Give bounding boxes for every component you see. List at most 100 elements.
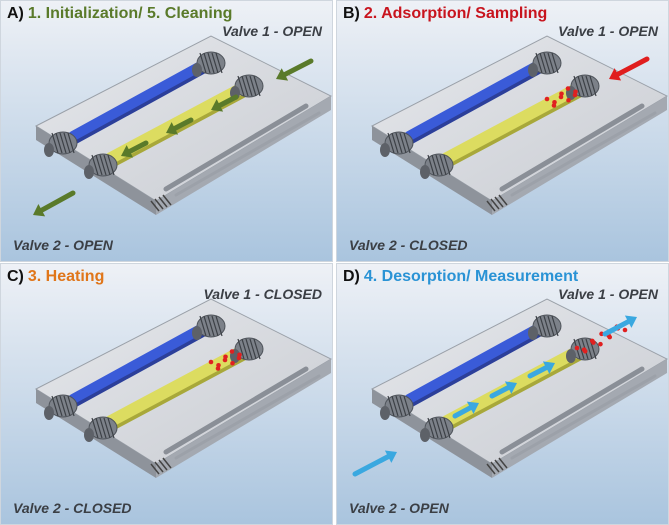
panel-adsorption-sampling: B)2. Adsorption/ Sampling Valve 1 - OPEN… [336, 0, 669, 262]
groove-thread [490, 461, 500, 473]
groove [510, 374, 657, 460]
flow-in-arrow [282, 58, 314, 77]
flow-in-arrow [352, 454, 391, 477]
fitting-thread [391, 395, 399, 417]
valve-1-status: Valve 1 - OPEN [222, 23, 322, 39]
fitting-opening [84, 165, 94, 179]
fitting-thread [67, 395, 75, 417]
groove-thread [498, 194, 508, 206]
fitting-thread [55, 132, 63, 154]
fitting-thread [107, 417, 115, 439]
analyte-particle [565, 86, 571, 91]
fitting-thread [211, 315, 219, 337]
fitting-thread [51, 132, 59, 154]
groove [174, 374, 321, 460]
groove [163, 366, 309, 455]
flow-channel-arrow-head [121, 145, 134, 158]
panel-letter: C) [7, 268, 24, 285]
fitting-opening [420, 428, 430, 442]
fitting-thread [253, 338, 261, 360]
fitting-thread [103, 417, 111, 439]
valve-2-status: Valve 2 - CLOSED [13, 500, 132, 516]
fitting-thread [241, 338, 249, 360]
groove [499, 103, 645, 192]
fitting-thread [211, 52, 219, 74]
fitting-thread [539, 315, 547, 337]
valve-1-status: Valve 1 - CLOSED [203, 286, 322, 302]
fitting-thread [427, 417, 435, 439]
groove-thread [162, 457, 172, 469]
analyte-particle [572, 92, 578, 98]
fitting-thread [91, 417, 99, 439]
panel-title: C)3. Heating [7, 268, 104, 286]
flow-channel-arrow [527, 365, 549, 379]
analyte-particle [236, 355, 242, 361]
fitting-thread [67, 132, 75, 154]
blue-channel [404, 58, 547, 141]
groove [510, 111, 657, 197]
fitting-thread [51, 395, 59, 417]
analyte-particle [215, 366, 221, 371]
blue-channel [68, 58, 211, 141]
flow-out-arrow [39, 190, 76, 213]
panel-initialization-cleaning: A)1. Initialization/ 5. Cleaning Valve 1… [0, 0, 333, 262]
valve-2-status: Valve 2 - CLOSED [349, 237, 468, 253]
fitting-thread [237, 338, 245, 360]
panel-letter: B) [343, 5, 360, 22]
fitting-thread [399, 395, 407, 417]
fitting-thread [585, 75, 593, 97]
groove-thread [486, 463, 496, 475]
groove-thread [158, 459, 168, 471]
fitting-thread [99, 154, 107, 176]
fitting-thread [585, 338, 593, 360]
fitting-opening [84, 428, 94, 442]
analyte-particle [558, 94, 564, 100]
analyte-particle [544, 96, 550, 102]
groove-thread [486, 200, 496, 212]
groove-thread [150, 200, 160, 212]
groove-thread [490, 198, 500, 210]
step-label: 4. Desorption/ Measurement [363, 268, 579, 285]
fitting-opening [380, 143, 390, 157]
fitting-thread [443, 154, 451, 176]
analyte-particle [598, 341, 603, 347]
flow-channel-arrow-head [166, 122, 179, 135]
flow-channel-arrow [172, 117, 194, 131]
flow-channel-arrow-head [466, 401, 479, 414]
valve-1-status: Valve 1 - OPEN [558, 23, 658, 39]
device-illustration [337, 264, 668, 524]
fitting-thread [387, 395, 395, 417]
valve-2-status: Valve 2 - OPEN [349, 500, 449, 516]
fitting-thread [403, 132, 411, 154]
groove-thread [158, 196, 168, 208]
analyte-particle [574, 345, 580, 351]
fitting-thread [403, 395, 411, 417]
fitting-thread [431, 417, 439, 439]
groove [174, 111, 321, 197]
fitting-thread [237, 75, 245, 97]
blue-channel [404, 321, 547, 404]
panel-heating: C)3. Heating Valve 1 - CLOSED Valve 2 - … [0, 263, 333, 525]
valve-2-status: Valve 2 - OPEN [13, 237, 113, 253]
fitting-opening [566, 349, 576, 363]
analyte-particle [208, 359, 214, 365]
flow-channel-arrow [217, 94, 239, 108]
analyte-particle [607, 334, 613, 340]
groove-thread [498, 457, 508, 469]
flow-channel-arrow [489, 385, 511, 399]
fitting-thread [547, 315, 555, 337]
fitting-thread [107, 154, 115, 176]
fitting-thread [249, 75, 257, 97]
fitting-thread [427, 154, 435, 176]
fitting-thread [547, 52, 555, 74]
device-illustration [337, 1, 668, 261]
fitting-thread [535, 315, 543, 337]
fitting-thread [577, 75, 585, 97]
analyte-particle [566, 97, 571, 103]
flow-in-arrow-head [384, 450, 397, 463]
groove-thread [494, 459, 504, 471]
fitting-opening [192, 326, 202, 340]
groove-thread [154, 198, 164, 210]
fitting-opening [380, 406, 390, 420]
flow-channel-arrow [127, 140, 149, 154]
